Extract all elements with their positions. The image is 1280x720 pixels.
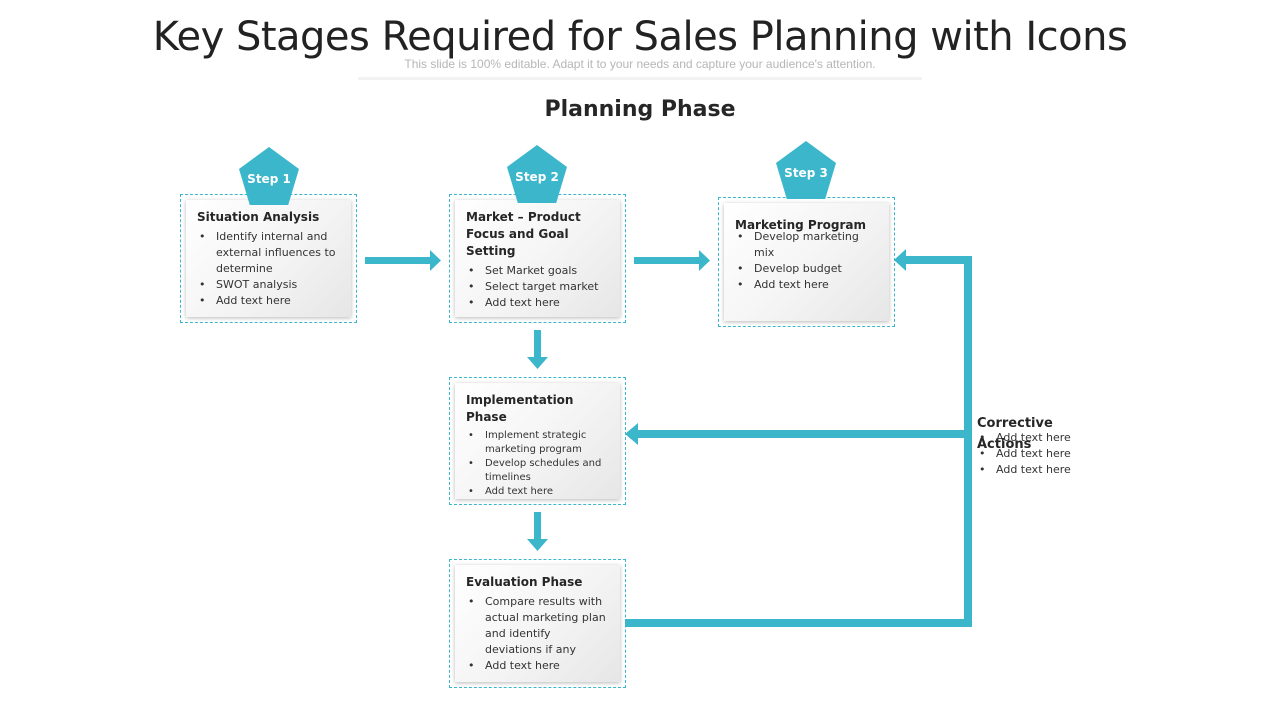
step3-box: Marketing Program Develop marketing mix … (718, 197, 895, 327)
step2-title: Market – Product Focus and Goal Setting (466, 210, 581, 258)
list-item: Add text here (466, 295, 610, 311)
arrow-step1-to-step2-head (430, 250, 441, 271)
list-item: Add text here (466, 485, 610, 499)
list-item: Develop marketing mix (735, 229, 879, 261)
list-item: Add text here (197, 293, 341, 309)
step2-box: Market – Product Focus and Goal Setting … (449, 194, 626, 323)
step1-box: Situation Analysis Identify internal and… (180, 194, 357, 323)
implementation-card: Implementation Phase Implement strategic… (455, 383, 620, 499)
arrow-step2-to-implementation-head (527, 357, 548, 369)
arrow-step1-to-step2 (365, 257, 431, 264)
step2-bullets: Set Market goals Select target market Ad… (466, 263, 610, 311)
list-item: Compare results with actual marketing pl… (466, 594, 610, 658)
evaluation-title: Evaluation Phase (466, 575, 583, 589)
list-item: Add text here (466, 658, 610, 674)
list-item: Add text here (735, 277, 879, 293)
evaluation-card: Evaluation Phase Compare results with ac… (455, 565, 620, 682)
list-item: Set Market goals (466, 263, 610, 279)
implementation-title: Implementation Phase (466, 393, 574, 424)
step2-card: Market – Product Focus and Goal Setting … (455, 200, 620, 317)
arrow-step2-to-step3-head (699, 250, 710, 271)
feedback-middle-line (636, 430, 972, 438)
corrective-actions-bullets: Add text here Add text here Add text her… (977, 430, 1071, 478)
list-item: Identify internal and external influence… (197, 229, 341, 277)
arrow-step2-to-implementation (534, 330, 541, 358)
list-item: SWOT analysis (197, 277, 341, 293)
implementation-bullets: Implement strategic marketing program De… (466, 429, 610, 499)
feedback-bottom-line (625, 619, 972, 627)
step1-bullets: Identify internal and external influence… (197, 229, 341, 309)
feedback-to-implementation-head (625, 423, 638, 445)
arrow-step2-to-step3 (634, 257, 700, 264)
list-item: Select target market (466, 279, 610, 295)
planning-phase-heading: Planning Phase (544, 97, 736, 122)
step3-card: Marketing Program Develop marketing mix … (724, 203, 889, 321)
step1-card: Situation Analysis Identify internal and… (186, 200, 351, 317)
slide-title: Key Stages Required for Sales Planning w… (152, 14, 1128, 60)
step3-bullets: Develop marketing mix Develop budget Add… (735, 229, 879, 293)
feedback-top-line (905, 256, 972, 264)
list-item: Add text here (977, 430, 1071, 446)
list-item: Develop schedules and timelines (466, 457, 610, 485)
list-item: Add text here (977, 446, 1071, 462)
step1-title: Situation Analysis (197, 210, 320, 224)
arrow-implementation-to-evaluation-head (527, 539, 548, 551)
list-item: Add text here (977, 462, 1071, 478)
feedback-to-step3-head (894, 249, 906, 271)
evaluation-box: Evaluation Phase Compare results with ac… (449, 559, 626, 688)
corrective-actions: Corrective Actions Add text here Add tex… (977, 413, 1077, 478)
implementation-box: Implementation Phase Implement strategic… (449, 377, 626, 505)
slide-subtitle: This slide is 100% editable. Adapt it to… (358, 57, 922, 80)
list-item: Develop budget (735, 261, 879, 277)
feedback-vertical-line (964, 256, 972, 627)
evaluation-bullets: Compare results with actual marketing pl… (466, 594, 610, 674)
arrow-implementation-to-evaluation (534, 512, 541, 540)
list-item: Implement strategic marketing program (466, 429, 610, 457)
